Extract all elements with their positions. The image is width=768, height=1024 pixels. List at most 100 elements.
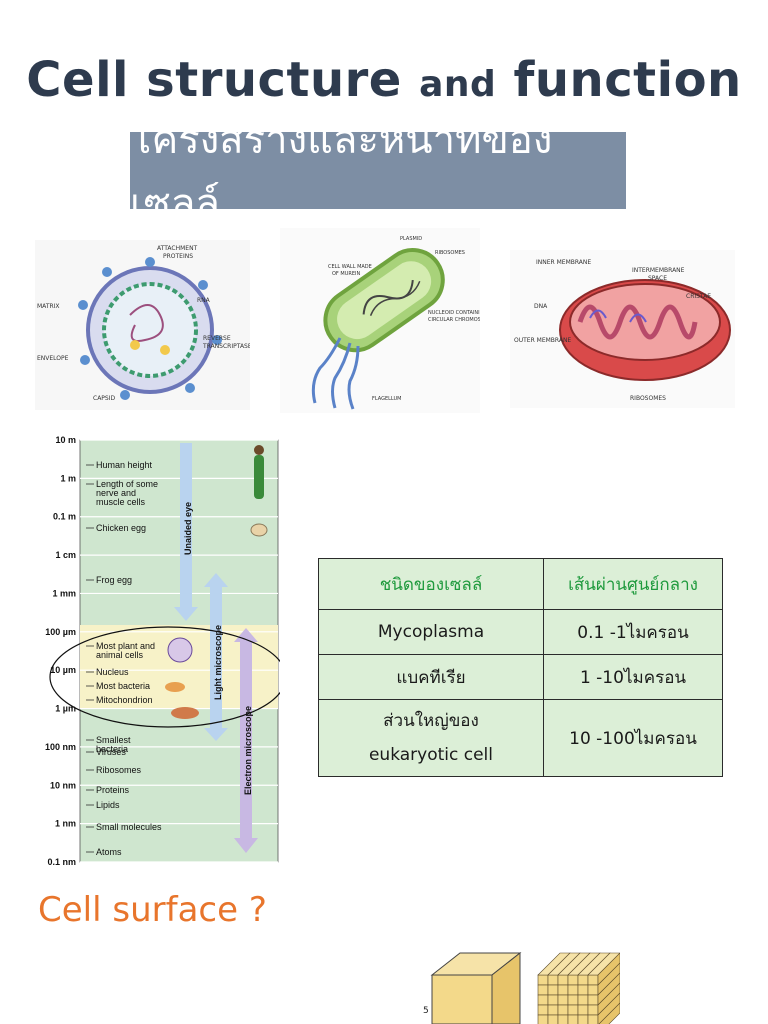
small-cube-face [587,974,599,986]
small-cube-face [547,1014,559,1024]
scale-tick-label: 1 nm [55,819,76,829]
small-cube-face [547,974,559,986]
bacterium-label-ribosomes: RIBOSOMES [435,250,465,256]
virus-label-rna: RNA [197,297,211,304]
small-cube-face [537,994,549,1006]
virus-label-reverse: REVERSE [203,335,231,342]
small-cube-face [557,994,569,1006]
small-cube-face [557,974,569,986]
small-cube-face [587,1014,599,1024]
cell-size-table: ชนิดของเซลล์ เส้นผ่านศูนย์กลาง Mycoplasm… [318,558,723,777]
thai-subtitle-banner: โครงสร้างและหน้าที่ของเซลล์ [130,117,626,227]
virus-label-capsid: CAPSID [93,395,115,402]
scale-item-label: Lipids [96,800,120,810]
small-cube-side [597,962,620,996]
scale-tick-label: 10 nm [50,780,76,790]
mito-label-outer: OUTER MEMBRANE [514,337,571,344]
virus-label-attachment: ATTACHMENT [157,245,198,252]
small-cube-face [537,974,549,986]
virus-diagram: ATTACHMENT PROTEINS RNA REVERSE TRANSCRI… [35,240,250,410]
scale-tick-label: 1 m [60,473,76,483]
scale-item-label: Chicken egg [96,523,146,533]
scale-tick-label: 10 m [55,435,76,445]
bacterium-label-flagellum: FLAGELLUM [372,396,401,402]
virus-label-proteins: PROTEINS [163,253,193,260]
small-cube-face [587,984,599,996]
small-cube-face [557,1014,569,1024]
mito-label-dna: DNA [534,303,548,310]
range-electron-microscope: Electron microscope [243,706,253,795]
cell-surface-heading: Cell surface ? [38,890,267,930]
bacterium-label-chromosome: CIRCULAR CHROMOSOME [428,317,480,323]
bacterium-label-plasmid: PLASMID [400,236,422,242]
scale-item-label: Most bacteria [96,681,150,691]
scale-item-label: Frog egg [96,575,132,585]
mito-label-space: SPACE [648,275,667,282]
table-row: Mycoplasma 0.1 -1ไมครอน [318,609,723,655]
scale-tick-label: 1 µm [55,704,76,714]
small-cube-face [567,1004,579,1016]
small-cube-face [577,1004,589,1016]
bacterium-label-cellwall: CELL WALL MADE [328,264,372,270]
range-unaided-eye: Unaided eye [183,502,193,555]
small-cube-face [587,1004,599,1016]
small-cube-face [547,994,559,1006]
bacterium-label-nucleoid: NUCLEOID CONTAINING [428,310,480,316]
scale-tick-label: 0.1 nm [47,857,76,865]
bacterium-label-murein: OF MUREIN [332,271,360,277]
scale-item-label: Viruses [96,747,126,757]
scale-tick-label: 100 nm [45,742,76,752]
table-row: แบคทีเรีย 1 -10ไมครอน [318,654,723,700]
scale-item-label: Proteins [96,785,130,795]
title-part-2: and [419,64,497,105]
small-cube-face [567,984,579,996]
table-header-row: ชนิดของเซลล์ เส้นผ่านศูนย์กลาง [318,558,723,610]
small-cube-face [577,1014,589,1024]
small-cube-face [567,1014,579,1024]
cubes-illustration: 5 [423,951,620,1024]
small-cube-face [577,984,589,996]
scale-item-label: Atoms [96,847,122,857]
small-cube-face [567,994,579,1006]
scale-item-label: Nucleus [96,667,129,677]
small-cube-face [557,1004,569,1016]
scale-tick-label: 1 mm [52,588,76,598]
mito-label-intermembrane: INTERMEMBRANE [632,267,685,274]
small-cube-side [598,1002,620,1024]
mito-label-ribosomes: RIBOSOMES [630,395,666,402]
small-cube-side [597,992,620,1024]
cube-dimension-label: 5 [423,1006,429,1016]
scale-item-label: Small molecules [96,822,162,832]
thai-subtitle: โครงสร้างและหน้าที่ของเซลล์ [130,116,553,227]
small-cube-face [537,1004,549,1016]
row-cell: แบคทีเรีย [318,654,544,700]
scale-tick-label: 1 cm [55,550,76,560]
small-cube-face [537,1014,549,1024]
mitochondrion-diagram: INNER MEMBRANE INTERMEMBRANE SPACE CRIST… [510,250,735,408]
small-cube-top [587,952,620,976]
mito-label-inner: INNER MEMBRANE [536,259,591,266]
virus-label-envelope: ENVELOPE [37,355,69,362]
small-cube-face [567,974,579,986]
row-cell: ส่วนใหญ่ของ eukaryotic cell [318,699,544,777]
virus-label-transcriptase: TRANSCRIPTASE [202,343,250,350]
small-cube-face [547,984,559,996]
scale-tick-label: 100 µm [45,627,76,637]
page-title: Cell structure and function [0,52,768,108]
scale-item-label: Human height [96,460,153,470]
small-cube-face [587,994,599,1006]
small-cube-side [597,982,620,1016]
virus-label-matrix: MATRIX [37,303,60,310]
mito-label-cristae: CRISTAE [686,293,711,300]
small-cube-side [597,972,620,1006]
bacterium-diagram: PLASMID RIBOSOMES CELL WALL MADE OF MURE… [280,228,480,413]
header-cell-type: ชนิดของเซลล์ [318,558,544,610]
scale-tick-label: 10 µm [50,665,76,675]
table-row: ส่วนใหญ่ของ eukaryotic cell 10 -100ไมครอ… [318,699,723,777]
small-cube-face [557,984,569,996]
small-cube-face [577,994,589,1006]
